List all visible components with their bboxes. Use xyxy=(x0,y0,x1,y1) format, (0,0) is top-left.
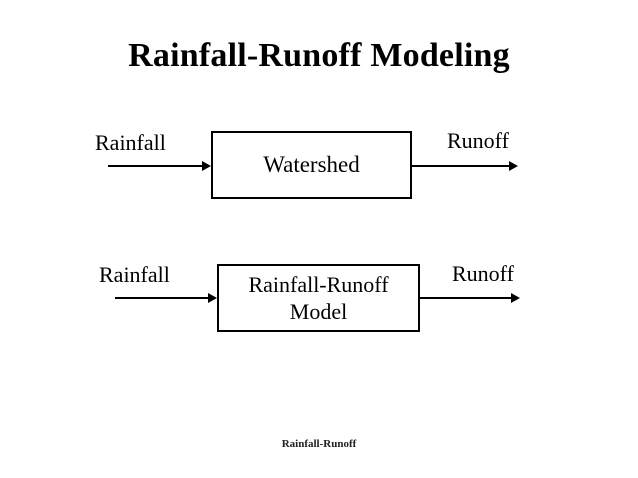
process-box-label-line2: Model xyxy=(289,299,348,324)
slide-footer: Rainfall-Runoff xyxy=(281,438,357,450)
process-box-rainfall-runoff-model: Rainfall-Runoff Model xyxy=(217,264,420,332)
arrow-shaft xyxy=(412,165,510,167)
process-box-label-line1: Rainfall-Runoff xyxy=(248,272,389,297)
output-arrow-2 xyxy=(420,292,520,304)
arrow-shaft xyxy=(108,165,203,167)
input-arrow-2 xyxy=(115,292,217,304)
arrow-head-icon xyxy=(202,161,211,171)
input-arrow-1 xyxy=(108,160,211,172)
arrow-head-icon xyxy=(511,293,520,303)
output-arrow-1 xyxy=(412,160,518,172)
output-label-runoff-2: Runoff xyxy=(452,261,514,286)
input-label-rainfall-2: Rainfall xyxy=(99,262,170,287)
arrow-head-icon xyxy=(509,161,518,171)
flow-row-model: Rainfall Rainfall-Runoff Model Runoff xyxy=(0,252,638,344)
flow-row-watershed: Rainfall Watershed Runoff xyxy=(0,118,638,210)
process-box-label: Watershed xyxy=(263,152,360,177)
process-box-watershed: Watershed xyxy=(211,131,412,199)
arrow-shaft xyxy=(115,297,209,299)
process-box-label-wrapper: Rainfall-Runoff Model xyxy=(242,271,394,325)
page-title: Rainfall-Runoff Modeling xyxy=(128,37,510,74)
arrow-head-icon xyxy=(208,293,217,303)
output-label-runoff-1: Runoff xyxy=(447,128,509,153)
input-label-rainfall-1: Rainfall xyxy=(95,130,166,155)
arrow-shaft xyxy=(420,297,512,299)
